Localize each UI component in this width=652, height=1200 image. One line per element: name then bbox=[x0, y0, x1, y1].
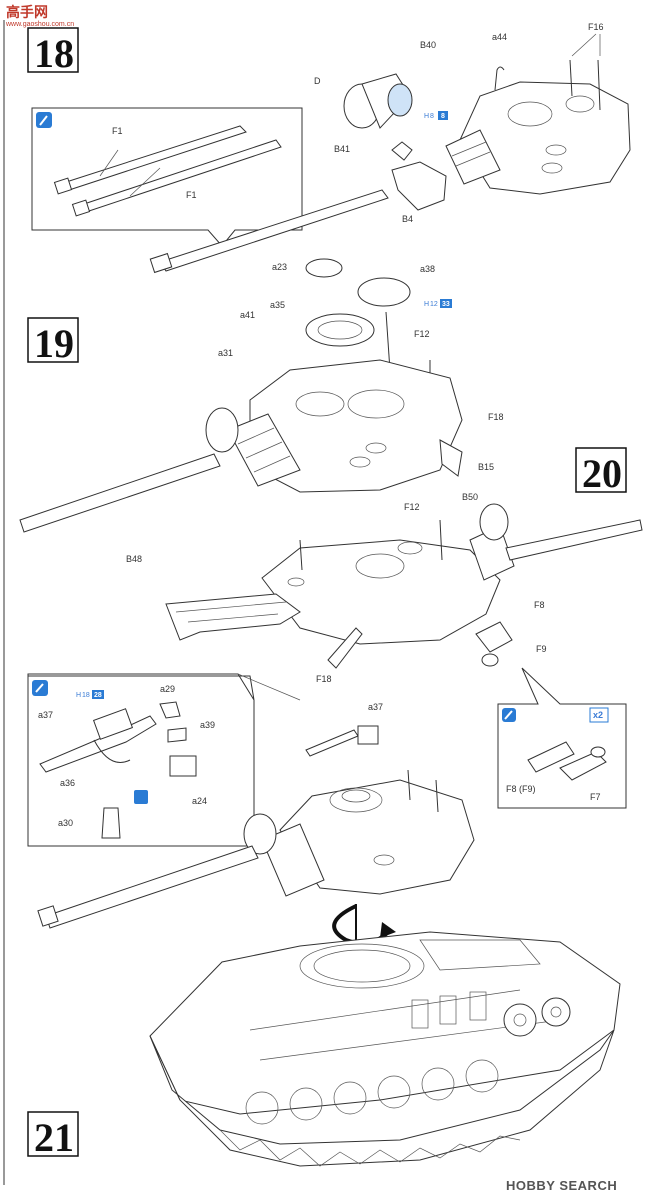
watermark-logo: 高手网 www.gaoshou.com.cn bbox=[5, 4, 74, 28]
label-F8-F9: F8 (F9) bbox=[506, 784, 536, 794]
main-gun-barrel bbox=[149, 189, 389, 274]
brush-glyph bbox=[35, 683, 44, 693]
label-F12: F12 bbox=[414, 329, 430, 339]
svg-text:12: 12 bbox=[430, 301, 438, 308]
brush-glyph bbox=[39, 115, 48, 126]
detail-inset-frame bbox=[497, 667, 627, 809]
turret-step19 bbox=[19, 359, 463, 533]
smoke-discharger-parts bbox=[327, 621, 513, 669]
label-B15: B15 bbox=[478, 462, 494, 472]
label-F18: F18 bbox=[316, 674, 332, 684]
detail-inset-frame bbox=[31, 107, 303, 247]
label-B40: B40 bbox=[420, 40, 436, 50]
quantity-badge bbox=[589, 707, 609, 723]
svg-text:H: H bbox=[424, 113, 429, 120]
step-19: 19 a23 a38 a35 a41 F12 a31 F18 B15 H 12 … bbox=[19, 258, 504, 533]
svg-text:8: 8 bbox=[430, 113, 434, 120]
step-number: 19 bbox=[34, 321, 74, 366]
svg-text:33: 33 bbox=[442, 301, 450, 308]
svg-text:H: H bbox=[76, 692, 81, 699]
mantlet-parts bbox=[343, 73, 447, 211]
leader-F16 bbox=[571, 33, 601, 57]
label-a29: a29 bbox=[160, 684, 175, 694]
turret-step21 bbox=[37, 769, 475, 929]
watermark-url: www.gaoshou.com.cn bbox=[5, 21, 74, 28]
step-number-box bbox=[27, 1111, 79, 1157]
color-ref-tag: H 18 28 bbox=[76, 690, 104, 699]
barrel-halves bbox=[53, 125, 282, 217]
turret-mg bbox=[305, 725, 379, 757]
step-number: 20 bbox=[582, 451, 622, 496]
smoke-discharger-detail bbox=[527, 741, 607, 781]
step-20: 20 F12 B50 B48 F8 F9 F18 bbox=[126, 447, 643, 809]
label-a44: a44 bbox=[492, 32, 507, 42]
step-number: 18 bbox=[34, 31, 74, 76]
label-F8: F8 bbox=[534, 600, 545, 610]
glue-icon bbox=[134, 790, 148, 804]
stowage-rack bbox=[165, 593, 301, 641]
turret-step20 bbox=[261, 503, 643, 645]
tank-hull bbox=[149, 931, 621, 1167]
label-a31: a31 bbox=[218, 348, 233, 358]
label-D: D bbox=[314, 76, 321, 86]
step-number-box bbox=[27, 317, 79, 363]
step-number-box bbox=[27, 27, 79, 73]
label-F16: F16 bbox=[588, 22, 604, 32]
label-a35: a35 bbox=[270, 300, 285, 310]
label-F18: F18 bbox=[488, 412, 504, 422]
brush-glyph bbox=[504, 710, 513, 720]
color-ref-tag: H 12 33 bbox=[424, 299, 452, 308]
svg-text:18: 18 bbox=[82, 692, 90, 699]
color-ref-tag: H 8 8 bbox=[424, 111, 448, 120]
watermark-text: HOBBY SEARCH bbox=[506, 1178, 617, 1193]
label-a38: a38 bbox=[420, 264, 435, 274]
label-a30: a30 bbox=[58, 818, 73, 828]
label-B41: B41 bbox=[334, 144, 350, 154]
step-number-box bbox=[575, 447, 627, 493]
label-B4: B4 bbox=[402, 214, 413, 224]
hatch-parts bbox=[305, 258, 431, 401]
label-B48: B48 bbox=[126, 554, 142, 564]
detail-inset-frame bbox=[27, 673, 255, 847]
inset-pointer bbox=[237, 673, 301, 701]
label-F1-b: F1 bbox=[186, 190, 197, 200]
label-B50: B50 bbox=[462, 492, 478, 502]
label-a24: a24 bbox=[192, 796, 207, 806]
label-a39: a39 bbox=[200, 720, 215, 730]
machine-gun-parts bbox=[39, 701, 197, 839]
label-F9: F9 bbox=[536, 644, 547, 654]
step-21: a29 a39 a37 a36 a24 a30 H 18 28 a37 bbox=[27, 673, 621, 1167]
svg-text:8: 8 bbox=[441, 113, 445, 120]
label-F7: F7 bbox=[590, 792, 601, 802]
label-a37: a37 bbox=[368, 702, 383, 712]
quantity-text: x2 bbox=[593, 710, 603, 720]
hobby-search-watermark: HOBBY SEARCH bbox=[506, 1178, 617, 1193]
label-a41: a41 bbox=[240, 310, 255, 320]
label-F1: F1 bbox=[112, 126, 123, 136]
label-a37-inset: a37 bbox=[38, 710, 53, 720]
step-18: 18 F1 F1 bbox=[3, 20, 631, 1185]
turret-step18 bbox=[445, 59, 631, 195]
watermark-chars: 高手网 bbox=[6, 4, 48, 21]
label-a23: a23 bbox=[272, 262, 287, 272]
label-a36: a36 bbox=[60, 778, 75, 788]
svg-text:H: H bbox=[424, 301, 429, 308]
step-number: 21 bbox=[34, 1115, 74, 1160]
svg-text:28: 28 bbox=[94, 692, 102, 699]
label-F12: F12 bbox=[404, 502, 420, 512]
